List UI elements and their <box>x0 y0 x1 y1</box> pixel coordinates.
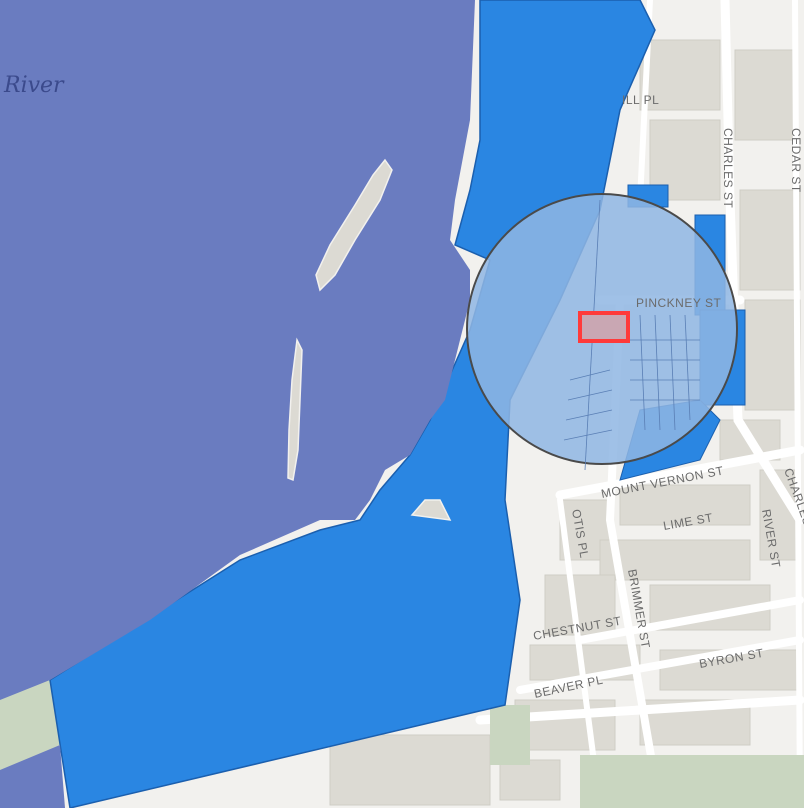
river-label: River <box>3 73 65 98</box>
parks <box>0 680 804 808</box>
river-islands <box>287 158 452 521</box>
street-label-fill-pl: ILL PL <box>622 93 659 107</box>
street-label-pinckney-st: PINCKNEY ST <box>636 296 721 310</box>
river-water <box>0 0 475 700</box>
street-label-charles-st: CHARLES ST <box>721 128 735 209</box>
street-label-cedar-st: CEDAR ST <box>789 128 803 193</box>
river-water-bottom <box>0 745 65 808</box>
selected-parcel[interactable] <box>578 311 630 343</box>
